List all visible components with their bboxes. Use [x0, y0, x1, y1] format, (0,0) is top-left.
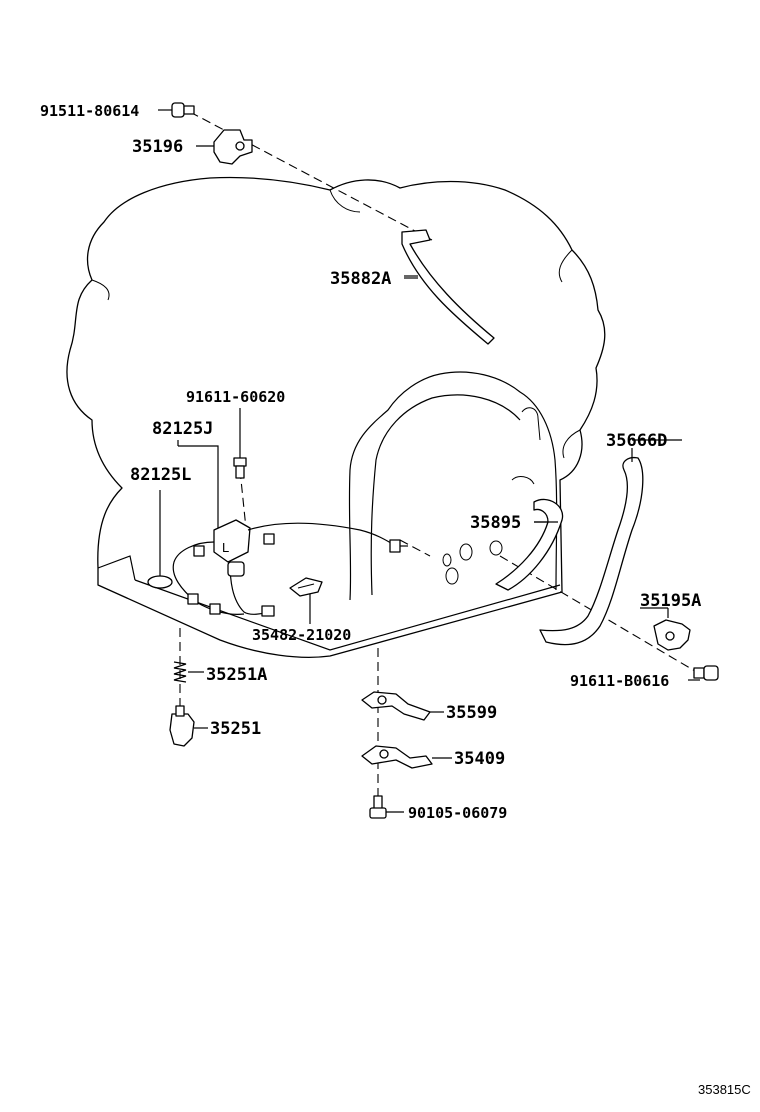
bolt-right-part[interactable]	[688, 665, 719, 681]
tube-right-part[interactable]	[539, 448, 644, 646]
solenoid-part[interactable]	[169, 705, 208, 747]
label-leaders	[404, 277, 682, 609]
bracket-b-part[interactable]	[361, 745, 452, 769]
bolt-top-part[interactable]	[158, 102, 195, 118]
label-bolt-bottom: 90105-06079	[408, 804, 507, 822]
bracket-a-part[interactable]	[361, 691, 444, 721]
wire-harness-part[interactable]: L	[172, 440, 408, 617]
label-bolt-right: 91611-B0616	[570, 672, 669, 690]
spring-part[interactable]	[173, 661, 204, 683]
bolt-bottom-part[interactable]	[369, 795, 404, 819]
clamp-right-part[interactable]	[653, 608, 691, 651]
label-tube-upper: 35882A	[330, 269, 391, 289]
label-clamp-right: 35195A	[640, 591, 701, 611]
clamp-top-part[interactable]	[196, 129, 253, 165]
label-plate: 35482-21020	[252, 626, 351, 644]
label-harness-l: 82125L	[130, 465, 191, 485]
label-bolt-wire: 91611-60620	[186, 388, 285, 406]
diagram-ref-code: 353815C	[698, 1082, 751, 1097]
label-tube-mid: 35895	[470, 513, 521, 533]
label-solenoid: 35251	[210, 719, 261, 739]
label-harness-j: 82125J	[152, 419, 213, 439]
o-ring-part[interactable]	[147, 490, 173, 589]
tube-upper-part[interactable]	[401, 229, 495, 345]
bolt-wire-part[interactable]	[233, 408, 247, 479]
plate-part[interactable]	[289, 577, 323, 624]
label-bolt-top: 91511-80614	[40, 102, 139, 120]
svg-text:L: L	[222, 540, 229, 555]
label-tube-right: 35666D	[606, 431, 667, 451]
label-bracket-a: 35599	[446, 703, 497, 723]
label-spring: 35251A	[206, 665, 267, 685]
label-clamp-top: 35196	[132, 137, 183, 157]
label-bracket-b: 35409	[454, 749, 505, 769]
transmission-housing	[66, 176, 606, 658]
